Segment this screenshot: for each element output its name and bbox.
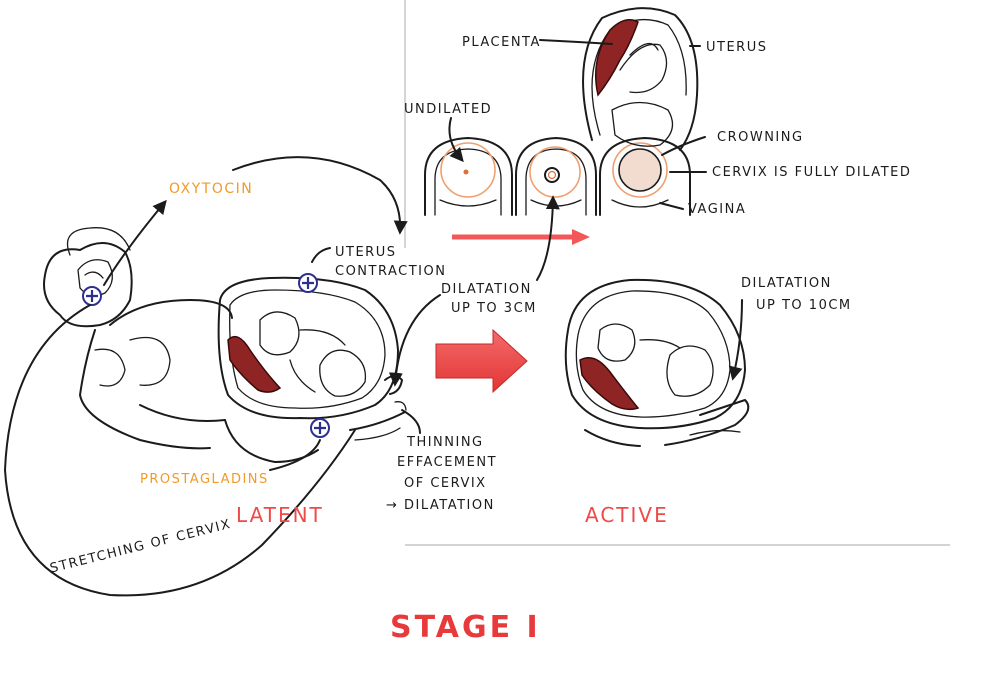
stretching-feedback-loop — [4, 304, 356, 597]
progress-arrow-head — [572, 229, 590, 245]
vagina-pointer — [659, 202, 684, 210]
dilatation-10cm-pointer — [728, 299, 743, 381]
crowning-pointer — [661, 136, 706, 156]
latent-to-active-arrow — [435, 328, 528, 394]
uterus-top-drawing — [582, 7, 699, 151]
plus-marker-uterus — [298, 273, 318, 293]
label-uterus-top: UTERUS — [706, 40, 768, 55]
label-of-cervix: OF CERVIX — [404, 476, 487, 491]
label-thinning: THINNING — [407, 435, 484, 450]
brain-to-oxytocin-arrow — [103, 199, 167, 286]
label-dilatation-3cm-line1: DILATATION — [441, 282, 532, 297]
label-vagina: VAGINA — [688, 202, 747, 217]
plus-marker-cervix — [310, 418, 330, 438]
prostaglandin-pointer — [269, 439, 321, 471]
label-active: ACTIVE — [585, 503, 669, 527]
thinning-pointer — [401, 409, 421, 434]
label-latent: LATENT — [236, 503, 324, 527]
label-dilatation-10cm-line2: UP TO 10CM — [756, 298, 852, 313]
oxytocin-to-uterus-arrow — [232, 156, 408, 235]
dilatation-3cm-pointer — [536, 195, 560, 281]
label-crowning: CROWNING — [717, 130, 804, 145]
label-uterus-contraction-line1: UTERUS — [335, 245, 397, 260]
cervix-diagram-partial — [515, 137, 597, 216]
label-placenta: PLACENTA — [462, 35, 541, 50]
label-uterus-contraction-line2: CONTRACTION — [335, 264, 447, 279]
contraction-to-cervix-arrow — [388, 294, 441, 387]
label-stage-one: STAGE I — [390, 610, 541, 645]
label-effacement: EFFACEMENT — [397, 455, 498, 470]
active-uterus-drawing — [564, 278, 750, 447]
label-dilatation-10cm-line1: DILATATION — [741, 276, 832, 291]
label-undilated: UNDILATED — [404, 102, 493, 117]
label-cervix-fully-dilated: CERVIX IS FULLY DILATED — [712, 165, 912, 180]
label-dilatation-3cm-line2: UP TO 3CM — [451, 301, 537, 316]
label-dilatation-arrow: → DILATATION — [386, 498, 495, 513]
cervix-diagram-crowning — [599, 137, 691, 216]
placenta-pointer — [539, 39, 613, 45]
label-prostaglandins: PROSTAGLADINS — [140, 472, 269, 487]
undilated-pointer — [448, 117, 464, 163]
cervix-diagram-undilated — [424, 137, 513, 216]
label-oxytocin: OXYTOCIN — [169, 181, 254, 197]
uterus-contraction-pointer — [311, 247, 331, 263]
plus-marker-brain — [82, 286, 102, 306]
mother-figure — [43, 227, 233, 450]
